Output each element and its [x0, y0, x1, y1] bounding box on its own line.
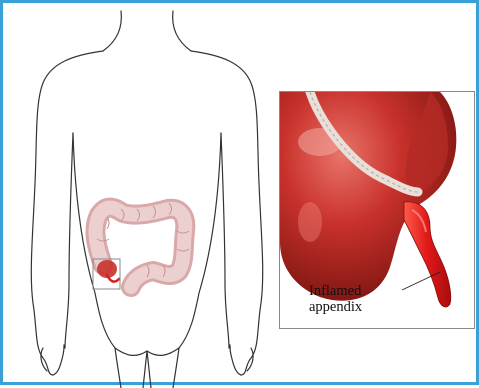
left-arm-inner [65, 133, 73, 348]
left-leg [115, 348, 121, 388]
callout-line-2: appendix [309, 299, 362, 315]
right-leg [173, 348, 179, 388]
appendix-callout: Inflamed appendix [309, 283, 362, 315]
right-arm-inner [221, 133, 229, 348]
large-intestine [96, 203, 189, 287]
right-arm-outer [191, 51, 263, 375]
neck-outline-right [173, 11, 191, 51]
inner-legs [143, 351, 151, 388]
neck-outline [103, 11, 121, 51]
callout-line-1: Inflamed [309, 283, 362, 299]
